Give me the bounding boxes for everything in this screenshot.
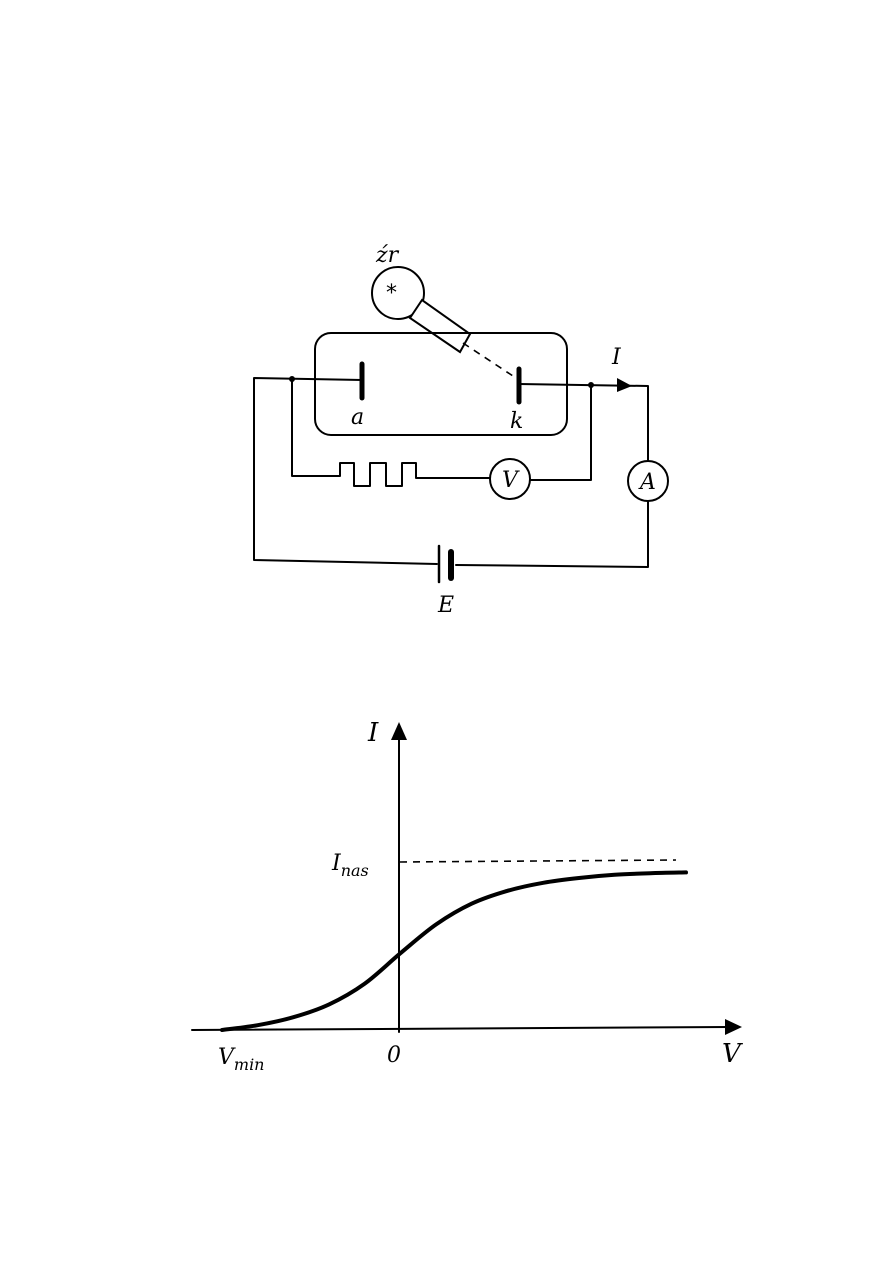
current-label: I <box>611 345 622 370</box>
x-axis <box>191 1026 731 1031</box>
cathode-label: k <box>510 409 523 434</box>
ammeter <box>627 460 669 502</box>
source-label: źr <box>375 243 400 268</box>
y-tick-label-inas: Inas <box>331 851 369 880</box>
potentiometer-resistor <box>291 378 491 487</box>
x-tick-vmin-main: V <box>218 1045 236 1070</box>
circuit-diagram: * źr a k I V A E <box>253 243 669 618</box>
y-axis-label: I <box>367 718 379 748</box>
voltmeter-wire <box>529 384 592 481</box>
iv-curve-series <box>220 870 688 1032</box>
y-axis-arrow-icon <box>391 722 407 740</box>
y-tick-inas-sub: nas <box>341 861 369 880</box>
anode-label: a <box>351 405 364 430</box>
right-wire <box>518 383 649 462</box>
x-axis-arrow-icon <box>725 1019 742 1035</box>
voltmeter-label: V <box>502 468 520 493</box>
bottom-right-wire <box>455 500 649 568</box>
saturation-line <box>399 859 677 863</box>
light-source-star-icon: * <box>386 281 397 306</box>
x-tick-vmin-sub: min <box>234 1055 265 1074</box>
iv-chart: I V Vmin 0 Inas <box>191 718 743 1074</box>
light-ray <box>462 342 517 379</box>
current-arrow-icon <box>617 378 632 392</box>
left-wire <box>253 377 438 565</box>
ammeter-label: A <box>638 470 656 495</box>
x-tick-label-zero: 0 <box>387 1043 401 1068</box>
light-source-bulb <box>371 266 425 320</box>
x-tick-label-vmin: Vmin <box>218 1045 264 1074</box>
x-axis-label: V <box>722 1039 743 1069</box>
light-source-tube <box>408 298 472 354</box>
battery-label: E <box>437 593 454 618</box>
y-tick-inas-main: I <box>331 851 342 876</box>
